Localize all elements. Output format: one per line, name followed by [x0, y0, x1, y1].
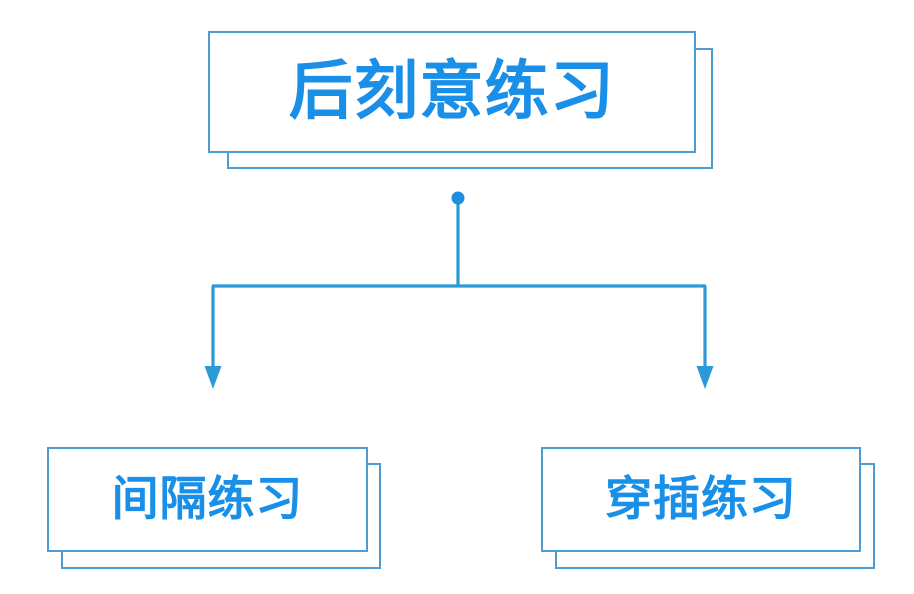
node-spaced-practice-card[interactable]: 间隔练习 [47, 447, 368, 552]
node-root-card[interactable]: 后刻意练习 [208, 31, 696, 153]
node-root-label: 后刻意练习 [288, 55, 616, 129]
node-interleaved-practice[interactable]: 穿插练习 [541, 447, 881, 575]
node-interleaved-practice-label: 穿插练习 [605, 472, 797, 527]
junction-dot [451, 191, 465, 205]
left-branch-arrowhead [204, 366, 222, 389]
node-spaced-practice-label: 间隔练习 [111, 472, 304, 527]
node-interleaved-practice-card[interactable]: 穿插练习 [541, 447, 861, 552]
node-spaced-practice[interactable]: 间隔练习 [47, 447, 387, 575]
node-root[interactable]: 后刻意练习 [208, 31, 718, 171]
right-branch-arrowhead [696, 366, 714, 389]
